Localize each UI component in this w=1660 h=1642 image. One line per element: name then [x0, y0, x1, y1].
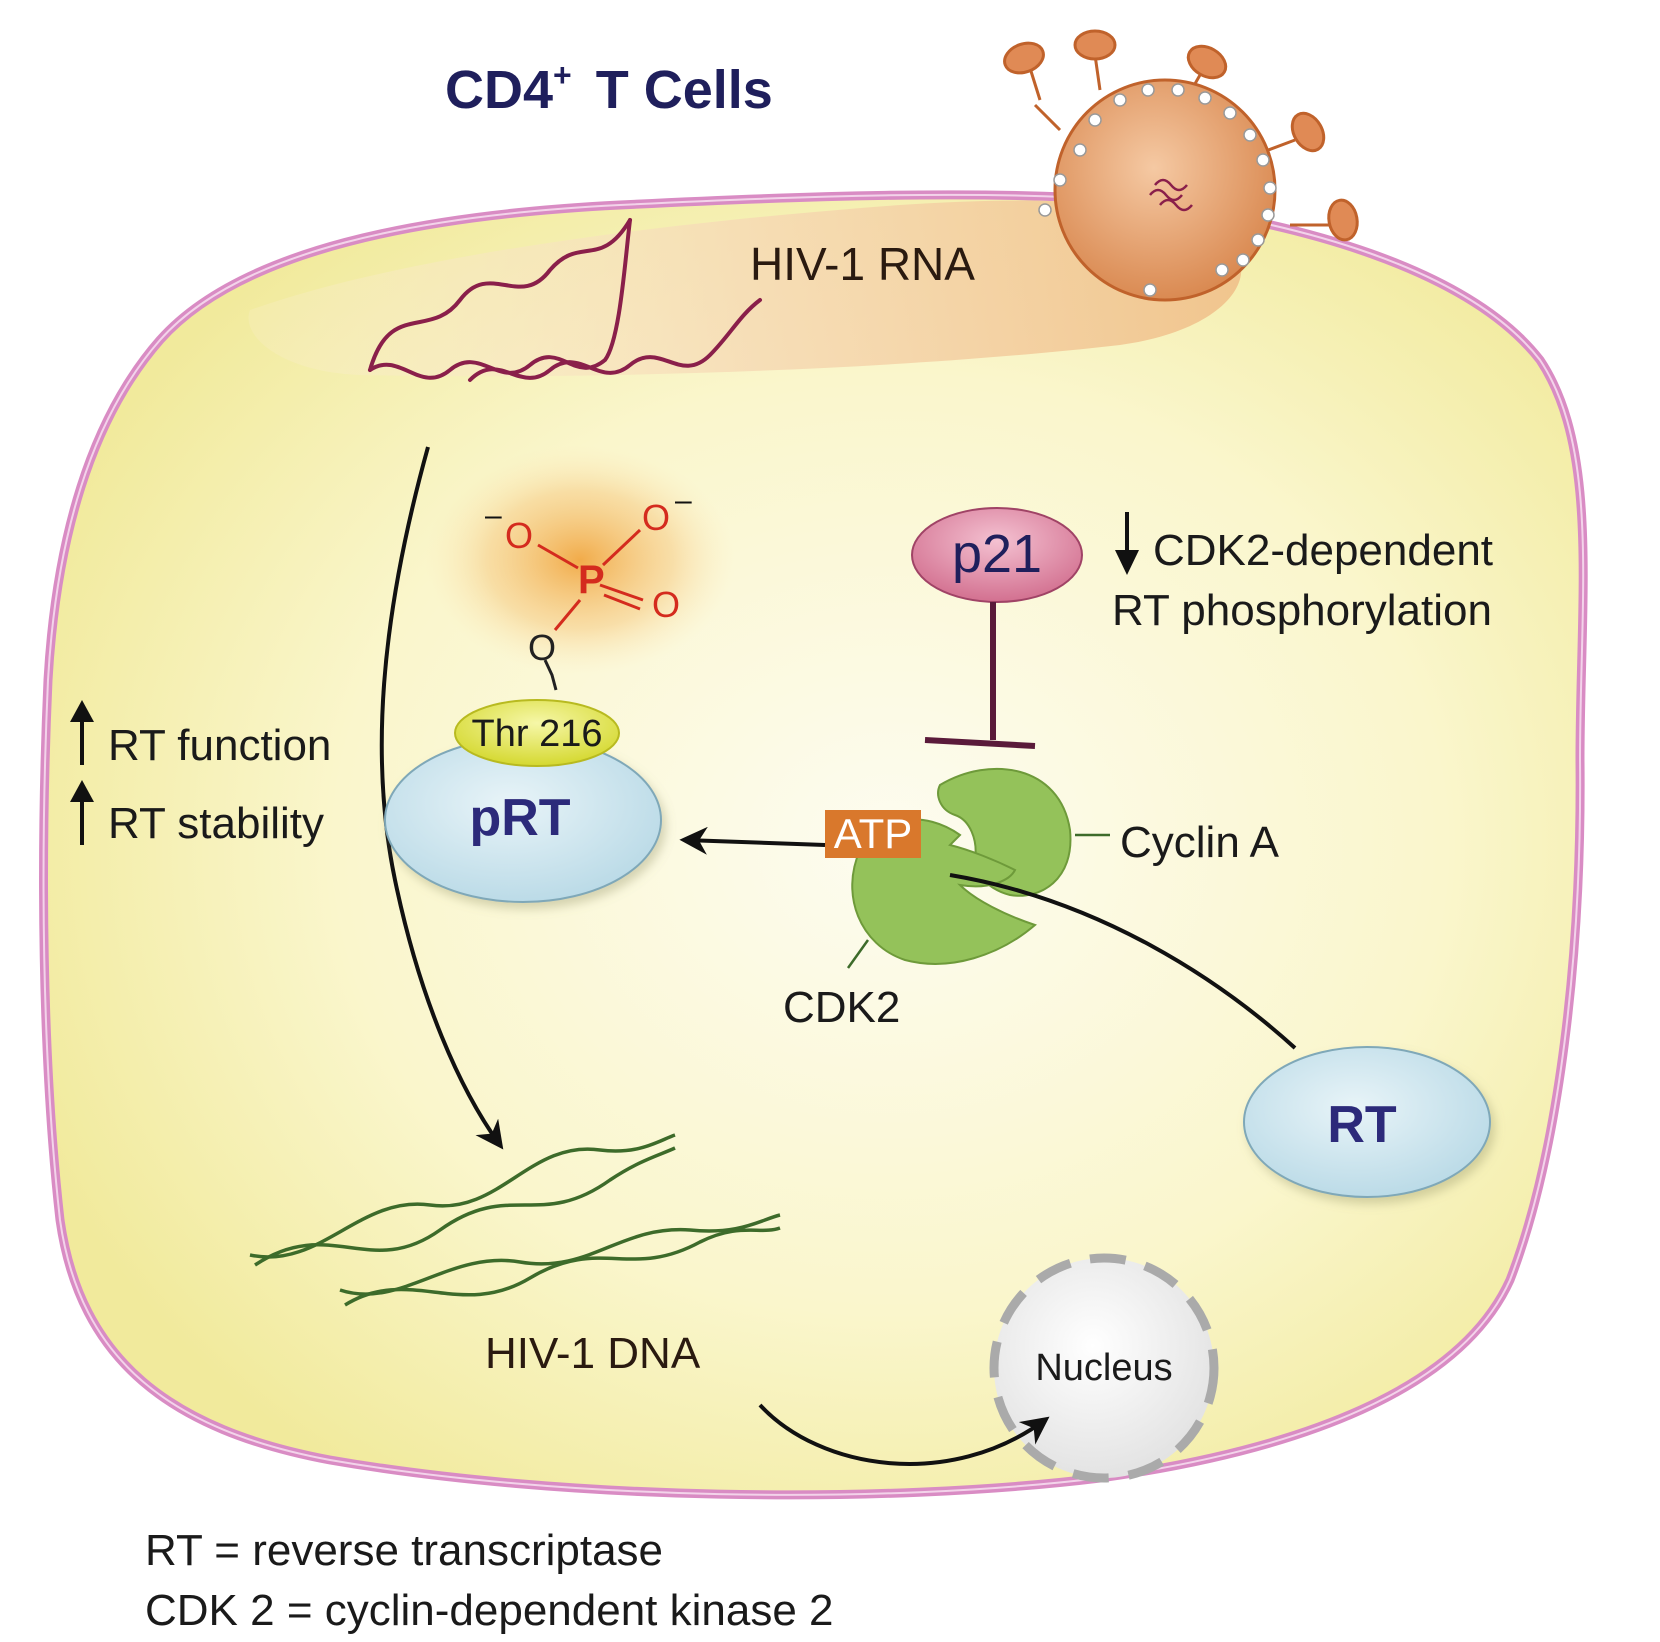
hiv-rna-label: HIV-1 RNA	[750, 238, 975, 290]
cdk2-label: CDK2	[783, 983, 900, 1032]
phosphate-o-left: O	[505, 515, 533, 556]
virion-capsid	[1053, 78, 1277, 302]
rt-enzyme	[1243, 1046, 1491, 1198]
phosphate-minus-right: –	[675, 484, 692, 517]
title-cd4: CD4	[445, 60, 553, 120]
rt-binding-line	[949, 873, 1297, 1050]
prt-label: pRT	[469, 789, 570, 847]
thr216-residue	[454, 699, 620, 767]
cyclin-a	[937, 767, 1072, 897]
p21-protein	[911, 507, 1083, 603]
title-rest: T Cells	[596, 60, 773, 120]
phosphate-p: P	[578, 558, 605, 602]
viral-entry-zone	[248, 200, 1242, 377]
virion-envelope-dots	[1038, 83, 1277, 297]
virion-rna	[1149, 178, 1193, 212]
rt-label: RT	[1327, 1096, 1397, 1154]
phosphate-o-right: O	[642, 497, 670, 538]
phosphate-group: – O O – P O O	[485, 484, 692, 691]
legend-line-2: CDK 2 = cyclin-dependent kinase 2	[145, 1586, 834, 1635]
legend-line-1: RT = reverse transcriptase	[145, 1526, 663, 1575]
cyclin-a-label: Cyclin A	[1120, 818, 1280, 867]
cell-membrane-inner	[42, 193, 1585, 1496]
cdk2-dependent-label: CDK2-dependent	[1153, 526, 1493, 575]
phosphate-linker	[543, 659, 558, 691]
rt-effects: RT function RT stability	[70, 700, 331, 848]
phosphate-minus-left: –	[485, 499, 502, 532]
hiv-rna-strands	[368, 218, 762, 382]
nuclear-import-arrow	[758, 1403, 1050, 1466]
title-superscript: +	[553, 57, 572, 93]
hiv-dna	[249, 1133, 781, 1307]
nucleus-label: Nucleus	[1035, 1347, 1172, 1389]
hiv-virion	[1003, 29, 1359, 302]
cdk2-note: CDK2-dependent RT phosphorylation	[1112, 512, 1493, 635]
phosphate-o-double: O	[652, 584, 680, 625]
atp-box	[825, 810, 921, 858]
rt-stability-label: RT stability	[108, 799, 324, 848]
phosphorylation-arrow	[679, 826, 826, 855]
reverse-transcription-arrow	[379, 446, 504, 1150]
hiv-dna-label: HIV-1 DNA	[485, 1329, 701, 1378]
title: CD4+ T Cells	[445, 57, 773, 120]
rt-phosphorylation-label: RT phosphorylation	[1112, 586, 1492, 635]
atp-label: ATP	[834, 810, 913, 857]
p21-label: p21	[952, 524, 1042, 584]
phosphate-o-bridge: O	[528, 627, 556, 668]
rt-function-label: RT function	[108, 721, 331, 770]
nucleus-envelope	[989, 1253, 1219, 1483]
thr216-label: Thr 216	[472, 713, 603, 755]
phosphate-glow	[425, 445, 735, 675]
p21-inhibition	[924, 602, 1036, 749]
